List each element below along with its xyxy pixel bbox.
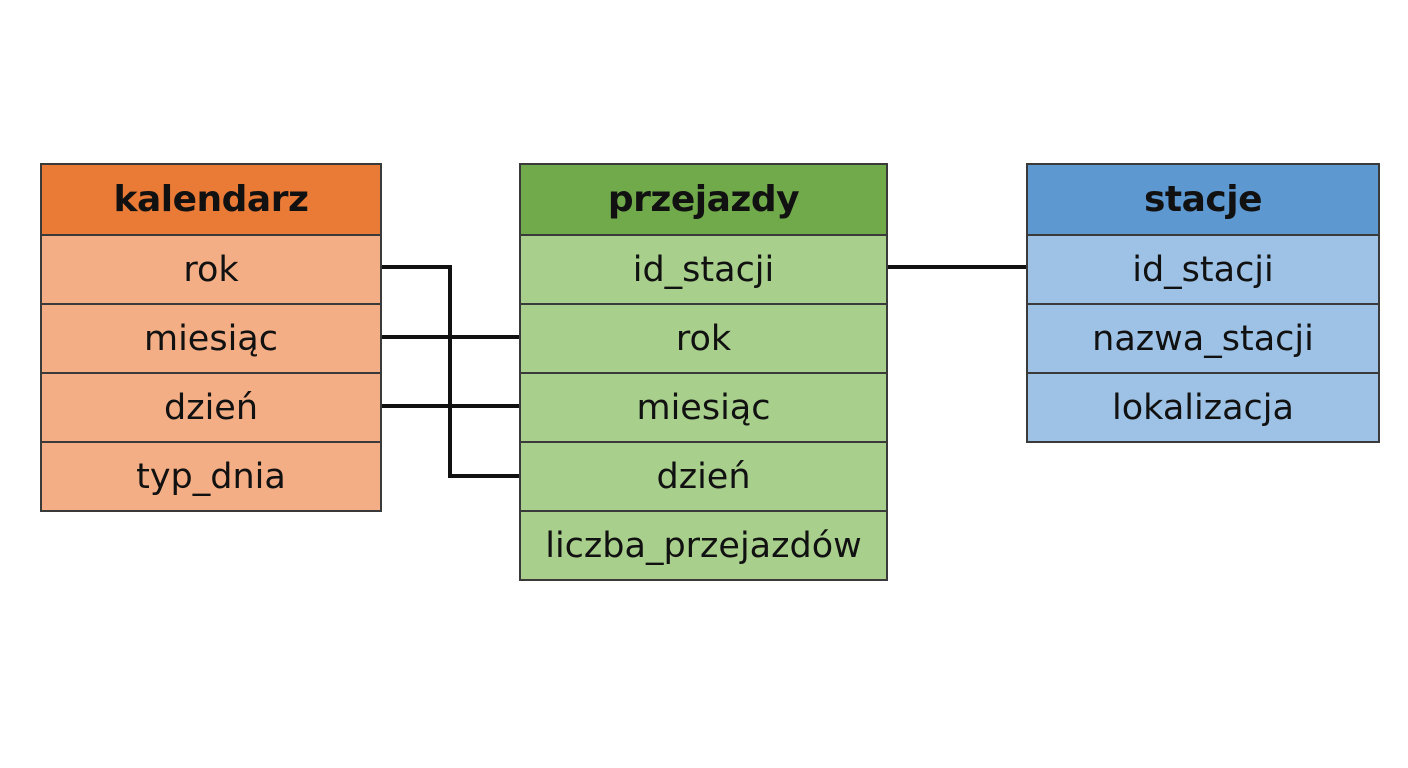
- entity-title: przejazdy: [521, 165, 886, 234]
- entity-przejazdy: przejazdy id_stacji rok miesiąc dzień li…: [519, 163, 888, 581]
- entity-kalendarz: kalendarz rok miesiąc dzień typ_dnia: [40, 163, 382, 512]
- field-lokalizacja: lokalizacja: [1028, 372, 1378, 441]
- entity-title: stacje: [1028, 165, 1378, 234]
- field-dzien: dzień: [521, 441, 886, 510]
- field-rok: rok: [42, 234, 380, 303]
- field-rok: rok: [521, 303, 886, 372]
- field-typ-dnia: typ_dnia: [42, 441, 380, 510]
- relation-line-rok: [382, 265, 519, 478]
- field-id-stacji: id_stacji: [521, 234, 886, 303]
- field-miesiac: miesiąc: [42, 303, 380, 372]
- entity-stacje: stacje id_stacji nazwa_stacji lokalizacj…: [1026, 163, 1380, 443]
- field-dzien: dzień: [42, 372, 380, 441]
- field-liczba-przejazdow: liczba_przejazdów: [521, 510, 886, 579]
- field-nazwa-stacji: nazwa_stacji: [1028, 303, 1378, 372]
- entity-title: kalendarz: [42, 165, 380, 234]
- field-miesiac: miesiąc: [521, 372, 886, 441]
- field-id-stacji: id_stacji: [1028, 234, 1378, 303]
